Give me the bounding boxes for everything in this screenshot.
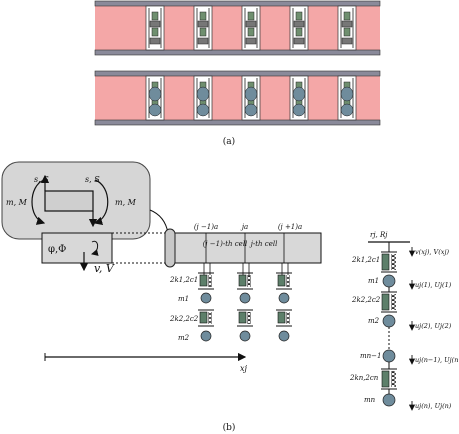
chain-spring2-label: 2k2,2c2	[351, 296, 381, 304]
metabeam-strip	[94, 70, 381, 126]
chain-spring-damper	[381, 291, 397, 313]
panel-b-caption: (b)	[223, 422, 236, 433]
chain-spring1-label: 2k1,2c1	[351, 256, 380, 264]
beam-segment	[44, 190, 94, 212]
shear-left-label: s, S	[34, 175, 49, 184]
resonator-spring1-label: 2k1,2c1	[169, 276, 198, 284]
beam-resonator	[276, 263, 292, 342]
resonator-unit	[145, 5, 165, 51]
chain-mass	[382, 393, 396, 407]
chain-spring-damper	[381, 368, 397, 390]
resonator-spring2-label: 2k2,2c2	[169, 315, 199, 323]
chain-mass	[382, 274, 396, 288]
panel-a-caption: (a)	[223, 136, 235, 147]
resonator-unit	[337, 5, 357, 51]
chain-massprev-label: mn−1	[360, 352, 381, 360]
cell-label-j: j-th cell	[249, 240, 278, 248]
beam-cut-marker	[164, 228, 176, 268]
resonator-mass2-label: m2	[178, 334, 190, 342]
resonator-unit	[241, 5, 261, 51]
resonator-unit	[241, 75, 261, 121]
moment-right-label: m, M	[115, 198, 137, 207]
beam-resonators	[198, 263, 292, 342]
chain-mass	[382, 314, 396, 328]
resonator-unit	[289, 5, 309, 51]
chain-disp1: uj(1), Uj(1)	[415, 281, 452, 289]
panel-a: (a)	[94, 0, 381, 147]
beam-resonator	[198, 263, 214, 342]
resonator-mass1-label: m1	[178, 295, 189, 303]
deflection-label: v, V	[94, 262, 115, 275]
shear-right-label: s, S	[85, 175, 100, 184]
chain-dispprev: uj(n−1), Uj(n−1)	[415, 356, 459, 364]
chain-disp2: uj(2), Uj(2)	[415, 322, 452, 330]
chain-springn-label: 2kn,2cn	[349, 374, 379, 382]
resonator-unit	[193, 75, 213, 121]
cell-position-jp1: (j +1)a	[278, 223, 302, 231]
cell-position-jm1: (j −1)a	[194, 223, 218, 231]
moment-left-label: m, M	[6, 198, 28, 207]
cell-label-jm1: (j −1)-th cell	[203, 240, 248, 248]
resonator-unit	[193, 5, 213, 51]
main-beam: φ,Φ v, V	[41, 228, 322, 275]
moment-right-arrow	[93, 179, 109, 225]
panel-b: s, S s, S m, M m, M φ,Φ v, V (j −1)a ja …	[1, 161, 459, 433]
chain-massn-label: mn	[364, 396, 376, 404]
chain-mass1-label: m1	[368, 277, 379, 285]
rotation-arrow	[91, 240, 99, 256]
resonator-chain: rj, Rj v(xj), V(xj) 2k1,2c1 m1 uj(1), Uj…	[349, 231, 459, 411]
chain-top-label: rj, Rj	[370, 231, 388, 239]
chain-spring-damper	[381, 251, 397, 273]
x-axis-label: xj	[240, 364, 248, 373]
chain-mass2-label: m2	[368, 317, 380, 325]
chain-mass	[382, 349, 396, 363]
chain-dispn: uj(n), Uj(n)	[415, 402, 452, 410]
resonator-unit	[145, 75, 165, 121]
metabeam-strip	[94, 0, 381, 56]
beam-resonator	[237, 263, 253, 342]
chain-base-disp: v(xj), V(xj)	[415, 248, 449, 256]
moment-left-arrow	[31, 179, 46, 225]
cell-position-j: ja	[240, 223, 248, 231]
beam-element-inset: s, S s, S m, M m, M	[1, 161, 151, 240]
resonator-unit	[289, 75, 309, 121]
rotation-label: φ,Φ	[48, 244, 66, 255]
x-axis: xj	[44, 352, 248, 373]
resonator-unit	[337, 75, 357, 121]
